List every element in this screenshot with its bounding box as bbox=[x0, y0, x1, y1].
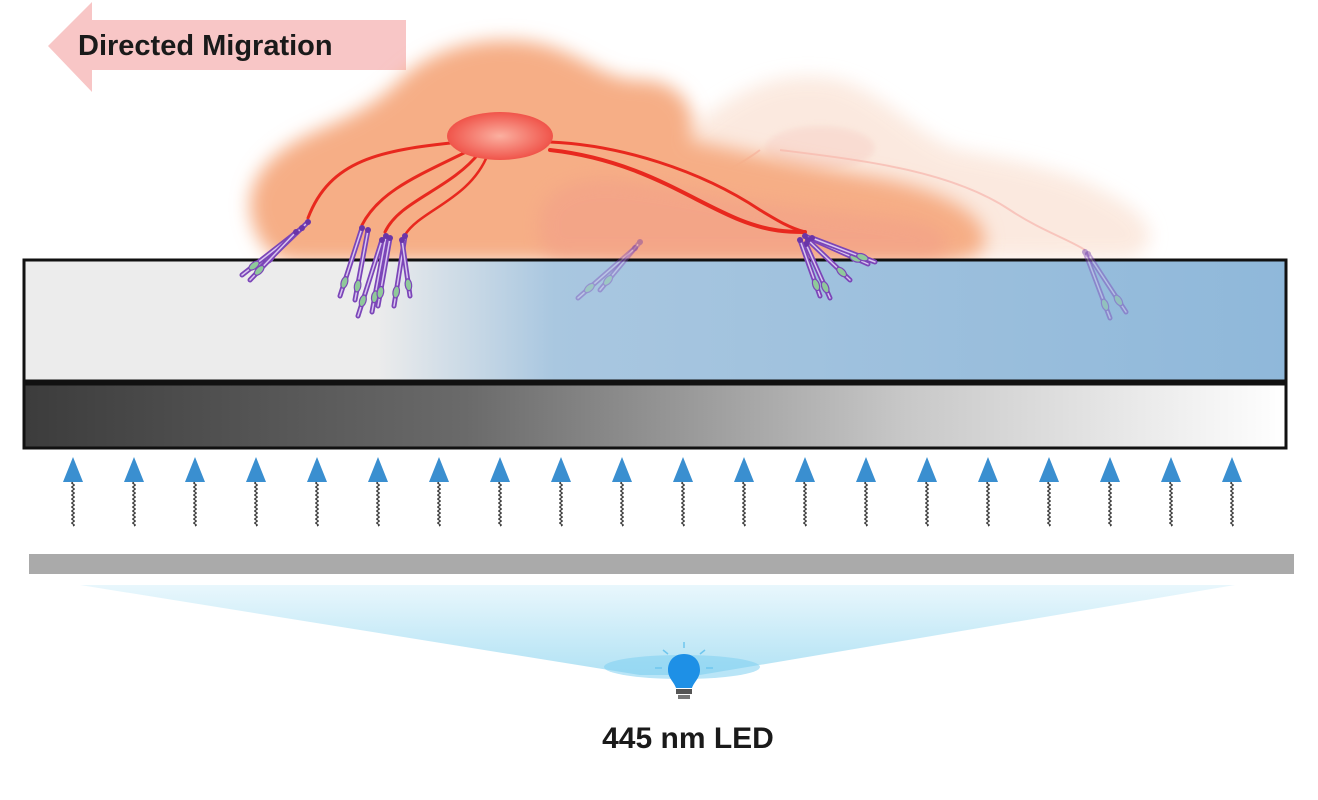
up-arrow-wavy-icon bbox=[246, 457, 266, 527]
up-arrow-wavy-icon bbox=[673, 457, 693, 527]
adhesion-complex bbox=[803, 241, 833, 301]
up-arrow-wavy-icon bbox=[429, 457, 449, 527]
light-beam bbox=[80, 585, 1235, 675]
adhesion-complex bbox=[809, 235, 878, 265]
adhesion-complex bbox=[1082, 249, 1113, 321]
up-arrow-wavy-icon bbox=[856, 457, 876, 527]
light-arrows bbox=[63, 457, 1242, 527]
up-arrow-wavy-icon bbox=[917, 457, 937, 527]
adhesion-complex bbox=[797, 237, 823, 299]
up-arrow-wavy-icon bbox=[307, 457, 327, 527]
adhesion-complex bbox=[247, 229, 299, 283]
led-label: 445 nm LED bbox=[602, 722, 774, 755]
up-arrow-wavy-icon bbox=[612, 457, 632, 527]
up-arrow-wavy-icon bbox=[1222, 457, 1242, 527]
adhesion-complex bbox=[369, 233, 389, 315]
substrate-layer bbox=[22, 258, 1288, 383]
up-arrow-wavy-icon bbox=[551, 457, 571, 527]
up-arrow-wavy-icon bbox=[124, 457, 144, 527]
photomask-gradient bbox=[22, 382, 1288, 450]
adhesion-complex bbox=[575, 245, 638, 301]
adhesion-complex bbox=[355, 237, 385, 319]
diffuser-bar bbox=[29, 554, 1294, 574]
up-arrow-wavy-icon bbox=[978, 457, 998, 527]
up-arrow-wavy-icon bbox=[734, 457, 754, 527]
up-arrow-wavy-icon bbox=[63, 457, 83, 527]
stress-fibers bbox=[306, 140, 807, 237]
up-arrow-wavy-icon bbox=[1100, 457, 1120, 527]
up-arrow-wavy-icon bbox=[490, 457, 510, 527]
left-arrow-icon bbox=[48, 2, 406, 92]
up-arrow-wavy-icon bbox=[1161, 457, 1181, 527]
adhesion-complex bbox=[337, 225, 365, 299]
up-arrow-wavy-icon bbox=[368, 457, 388, 527]
adhesion-complex bbox=[375, 235, 393, 309]
adhesion-complex bbox=[597, 239, 643, 293]
adhesion-complex bbox=[352, 227, 371, 303]
adhesion-complex bbox=[1085, 251, 1129, 315]
light-bulb-icon bbox=[655, 642, 713, 699]
adhesion-complexes bbox=[239, 219, 1129, 321]
direction-label: Directed Migration bbox=[78, 30, 333, 62]
up-arrow-wavy-icon bbox=[1039, 457, 1059, 527]
nucleus bbox=[447, 112, 553, 160]
up-arrow-wavy-icon bbox=[795, 457, 815, 527]
up-arrow-wavy-icon bbox=[185, 457, 205, 527]
direction-arrow-banner: Directed Migration bbox=[48, 2, 406, 92]
adhesion-complex bbox=[399, 237, 413, 299]
